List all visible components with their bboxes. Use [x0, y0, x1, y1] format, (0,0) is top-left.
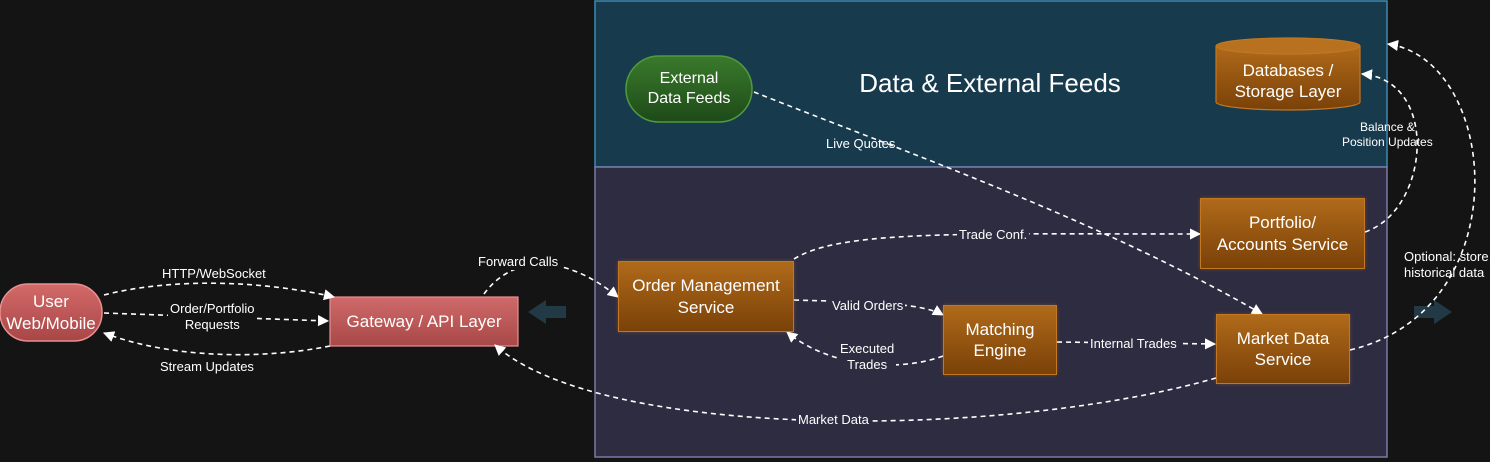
edge-executed-trades [786, 331, 944, 366]
label-balance-updates: Balance & Position Updates [1342, 120, 1433, 149]
user-node-shape [0, 283, 103, 342]
external-feeds-node[interactable]: External Data Feeds [647, 70, 731, 107]
portfolio-node[interactable]: Portfolio/ Accounts Service [1200, 198, 1365, 269]
gateway-node-shape [329, 296, 519, 347]
edge-optional-store [1349, 39, 1476, 351]
label-trade-conf: Trade Conf. [957, 227, 1030, 244]
label-optional-store: Optional: store historical data [1404, 249, 1489, 281]
database-cylinder-icon [1215, 37, 1361, 111]
gateway-node[interactable]: Gateway / API Layer [346, 311, 502, 331]
left-chevron-icon [528, 300, 566, 324]
market-data-node[interactable]: Market Data Service [1216, 314, 1350, 384]
edge-stream-updates [102, 331, 331, 356]
data-feeds-title: Data & External Feeds [859, 68, 1121, 98]
edge-balance-updates [1360, 69, 1418, 233]
edge-trade-conf [793, 228, 1202, 260]
label-order-requests: Order/Portfolio Requests [168, 301, 257, 334]
label-market-data: Market Data [796, 412, 871, 429]
label-http: HTTP/WebSocket [160, 266, 268, 283]
label-stream-updates: Stream Updates [158, 359, 256, 376]
user-node[interactable]: User Web/Mobile [6, 292, 96, 333]
right-chevron-icon [1414, 300, 1452, 324]
edge-http [103, 282, 336, 301]
label-valid-orders: Valid Orders [830, 298, 906, 315]
label-executed-trades: Executed Trades [838, 341, 897, 374]
label-live-quotes: Live Quotes [826, 136, 896, 151]
label-internal-trades: Internal Trades [1088, 336, 1179, 353]
oms-node[interactable]: Order Management Service [618, 261, 794, 332]
matching-engine-node[interactable]: Matching Engine [943, 305, 1057, 375]
label-forward-calls: Forward Calls [476, 254, 561, 271]
external-feeds-shape [625, 55, 753, 123]
databases-node[interactable]: Databases / Storage Layer [1234, 60, 1342, 101]
